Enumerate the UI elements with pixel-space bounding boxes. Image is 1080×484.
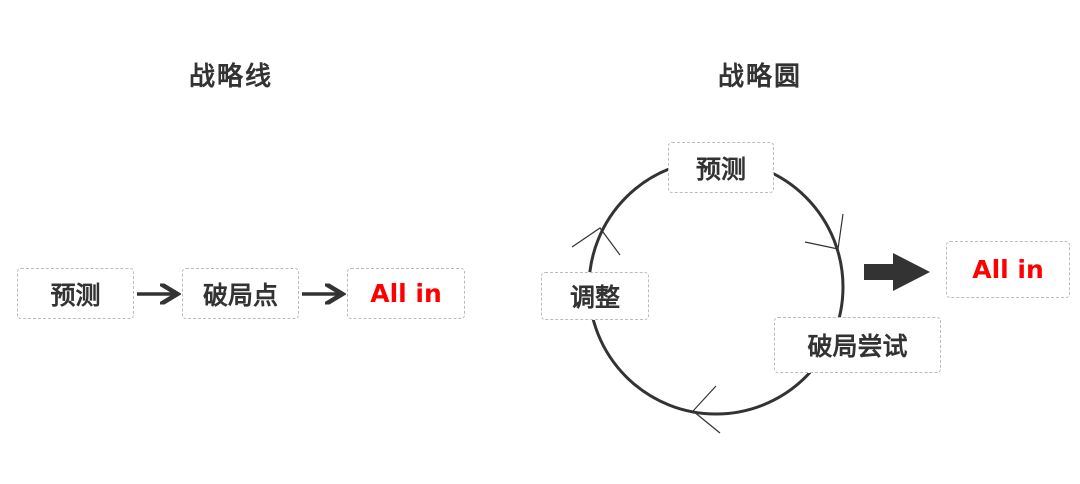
- line-node-all-in: All in: [347, 268, 465, 319]
- strategy-circle-title: 战略圆: [717, 62, 802, 92]
- line-node-predict: 预测: [17, 268, 134, 319]
- cycle-arrowhead-left: [571, 227, 621, 256]
- circle-result-all-in: All in: [946, 241, 1070, 298]
- line-node-breakpoint: 破局点: [182, 268, 299, 319]
- circle-node-adjust: 调整: [541, 272, 649, 320]
- circle-node-predict: 预测: [668, 142, 774, 193]
- result-arrow: [864, 253, 930, 291]
- cycle-arrowhead-right: [804, 213, 844, 250]
- cycle-arrowhead-bottom: [692, 385, 721, 434]
- circle-node-breakthrough-attempt: 破局尝试: [774, 317, 941, 373]
- strategy-line-title: 战略线: [188, 62, 273, 92]
